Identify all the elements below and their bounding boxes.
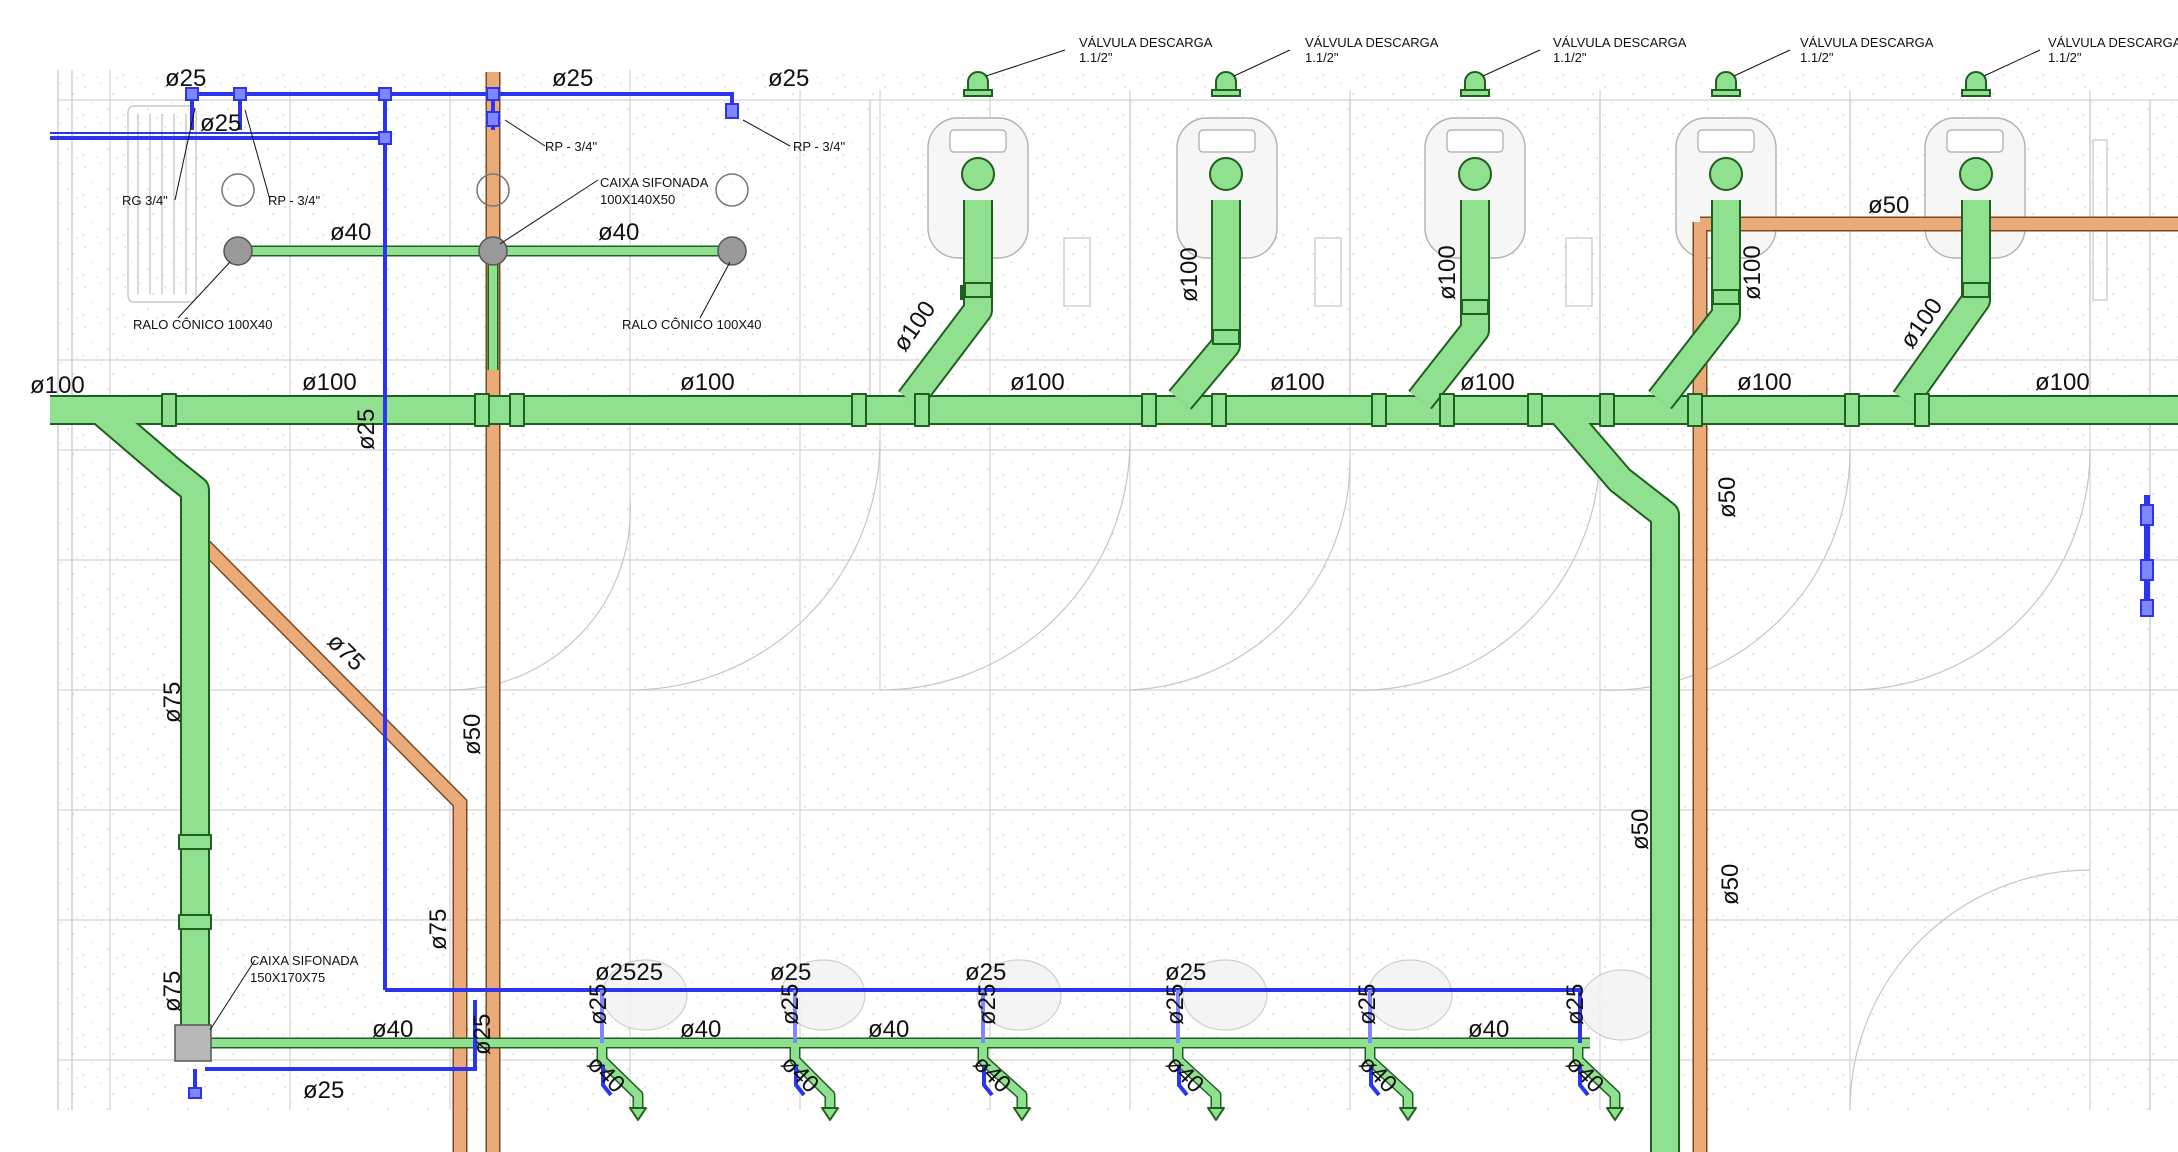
dim-100-branch-4: ø100 [1739,245,1766,300]
dim-25-v6: ø25 [1562,984,1589,1025]
rp-label-2: RP - 3/4" [793,139,845,154]
dim-25-bottom: ø25 [303,1077,344,1104]
dim-25-v3: ø25 [974,984,1001,1025]
dim-25-d: ø25 [200,110,241,137]
dim-100-g: ø100 [1737,369,1792,396]
dim-40-e: ø40 [868,1016,909,1043]
dim-75-b: ø75 [159,971,186,1012]
valve-label-5-size: 1.1/2" [2048,50,2082,65]
caixa-sifonada-2-title: CAIXA SIFONADA [250,953,359,968]
dim-40-a: ø40 [330,219,371,246]
dim-25-v2: ø25 [777,984,804,1025]
dim-50-d: ø50 [1717,864,1744,905]
dim-100-branch-2: ø100 [1176,247,1203,302]
valve-label-5-title: VÁLVULA DESCARGA [2048,35,2178,50]
water-fittings [185,87,2154,1099]
vent-pipes [191,72,2178,1152]
dim-25-riser: ø25 [353,409,380,450]
dim-40-b: ø40 [598,219,639,246]
dim-25-v4: ø25 [1162,984,1189,1025]
floor-drains [174,173,749,1062]
dim-25-e: ø25 [770,959,811,986]
dim-2525: ø2525 [595,959,663,986]
dim-50-c: ø50 [1627,809,1654,850]
floor-background [57,70,2178,1111]
dim-100-b: ø100 [302,369,357,396]
dim-75-a: ø75 [159,682,186,723]
valve-label-4-size: 1.1/2" [1800,50,1834,65]
dim-100-f: ø100 [1460,369,1515,396]
dim-100-branch-3: ø100 [1434,245,1461,300]
ralo-label-1: RALO CÔNICO 100X40 [133,317,272,332]
dim-25-a: ø25 [165,65,206,92]
dim-50-top: ø50 [1868,192,1909,219]
valve-label-1-size: 1.1/2" [1079,50,1113,65]
valve-label-4-title: VÁLVULA DESCARGA [1800,35,1934,50]
caixa-sifonada-1-title: CAIXA SIFONADA [600,175,709,190]
dim-100-c: ø100 [680,369,735,396]
valve-label-2-size: 1.1/2" [1305,50,1339,65]
rp-label-3: RP - 3/4" [268,193,320,208]
valve-label-2-title: VÁLVULA DESCARGA [1305,35,1439,50]
dim-40-d: ø40 [680,1016,721,1043]
valve-label-1-title: VÁLVULA DESCARGA [1079,35,1213,50]
valve-label-3-title: VÁLVULA DESCARGA [1553,35,1687,50]
caixa-sifonada-1-size: 100X140X50 [600,192,675,207]
dim-75-d: ø75 [425,909,452,950]
dim-40-c: ø40 [372,1016,413,1043]
dim-25-v5: ø25 [1354,984,1381,1025]
leader-lines [174,49,2041,1031]
dim-50-b: ø50 [1714,477,1741,518]
dim-100-d: ø100 [1010,369,1065,396]
ralo-label-2: RALO CÔNICO 100X40 [622,317,761,332]
dim-25-g: ø25 [1165,959,1206,986]
rp-label-1: RP - 3/4" [545,139,597,154]
dim-100-h: ø100 [2035,369,2090,396]
caixa-sifonada-2-size: 150X170X75 [250,970,325,985]
dim-25-v7: ø25 [469,1014,496,1055]
dim-50-a: ø50 [459,714,486,755]
valve-label-3-size: 1.1/2" [1553,50,1587,65]
dim-100-a: ø100 [30,372,85,399]
rg-label: RG 3/4" [122,193,168,208]
dim-100-e: ø100 [1270,369,1325,396]
flush-valves [963,71,1991,97]
dim-25-b: ø25 [552,65,593,92]
dim-25-v1: ø25 [585,984,612,1025]
sewer-pipes [50,157,2178,1152]
dim-40-f: ø40 [1468,1016,1509,1043]
dim-25-c: ø25 [768,65,809,92]
dim-25-f: ø25 [965,959,1006,986]
